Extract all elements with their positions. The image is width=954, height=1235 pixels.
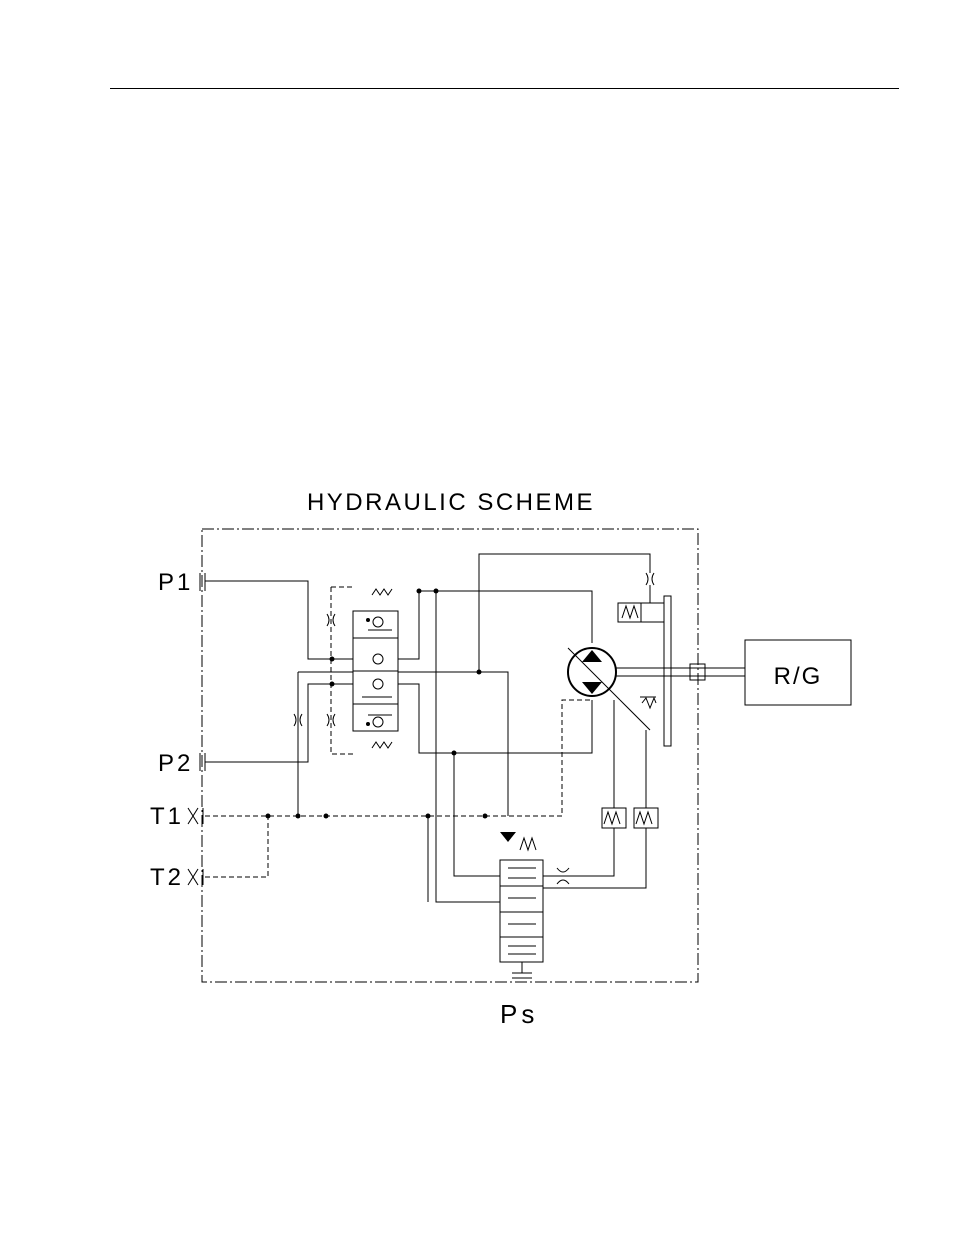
port-label-p1: P1 [158, 569, 193, 596]
port-label-t2: T2 [150, 864, 184, 891]
brake-cylinder [618, 573, 664, 622]
diagram-title: HYDRAULIC SCHEME [307, 489, 595, 516]
motor-a-line [398, 591, 592, 659]
system-boundary [202, 529, 698, 982]
rg-unit-label: R/G [774, 663, 823, 690]
directional-control-valve [500, 832, 543, 962]
port-t2-symbol [188, 869, 203, 885]
port-t1-symbol [188, 808, 203, 824]
center-line [398, 672, 508, 816]
valve-pilot-dashed-line [331, 587, 353, 754]
valve-feed-line-b [454, 753, 500, 876]
dual-check-valve-block [353, 589, 398, 748]
port-label-ps: Ps [500, 999, 538, 1029]
junction-dot [452, 751, 457, 756]
pilot-valve-pair [602, 700, 658, 828]
pilot-return-lines [543, 828, 646, 888]
brake-feed-line [479, 554, 650, 672]
port-label-t1: T1 [150, 803, 184, 830]
port-ps-symbol [512, 962, 532, 978]
displacement-spring [640, 697, 656, 708]
port-label-p2: P2 [158, 750, 193, 777]
junction-dot [330, 657, 335, 662]
hydraulic-motor [568, 648, 650, 730]
junction-dot [477, 670, 482, 675]
junction-dot [417, 589, 422, 594]
brake-disc [664, 596, 671, 746]
valve-feed-line-a [436, 591, 500, 902]
t2-tank-line [205, 816, 268, 877]
motor-b-line [398, 684, 592, 753]
junction-dot [330, 682, 335, 687]
motor-shaft [616, 668, 745, 676]
junction-dot [434, 589, 439, 594]
